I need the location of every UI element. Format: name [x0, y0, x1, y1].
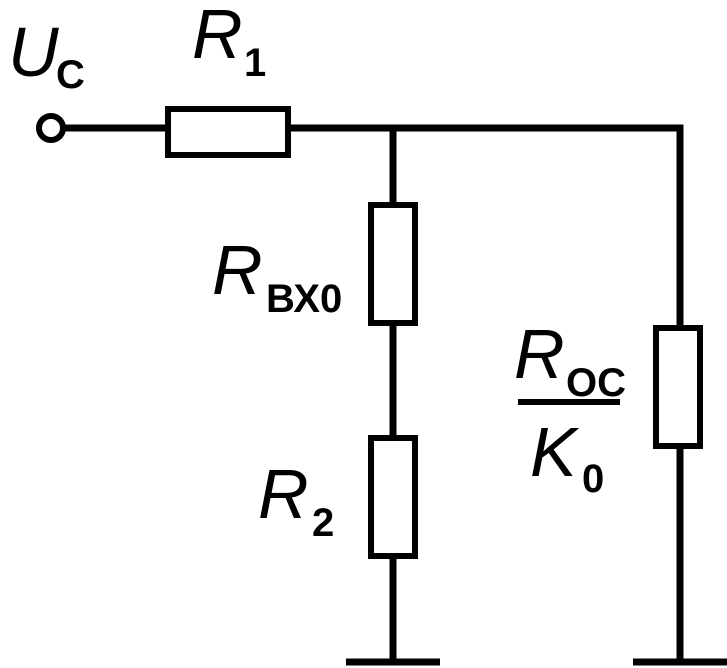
label-r2-sub: 2	[312, 501, 334, 545]
label-r1-main: R	[192, 0, 243, 73]
label-r2-main: R	[258, 455, 309, 533]
label-feedback-numerator-main: R	[514, 315, 565, 393]
label-source-main: U	[8, 13, 59, 91]
label-feedback-denominator-sub: 0	[582, 457, 604, 501]
resistor-rin	[368, 202, 418, 326]
label-rin-sub: ВХ0	[266, 277, 342, 321]
resistor-r1	[165, 106, 291, 158]
resistor-r2	[368, 435, 418, 559]
label-feedback-denominator-main: K	[530, 413, 580, 491]
label-rin-main: R	[212, 231, 263, 309]
label-feedback-numerator-sub: ОС	[566, 361, 626, 405]
label-r1-sub: 1	[244, 41, 266, 85]
resistor-feedback	[653, 325, 703, 449]
input-terminal	[36, 113, 66, 143]
label-source-sub: C	[56, 53, 85, 97]
